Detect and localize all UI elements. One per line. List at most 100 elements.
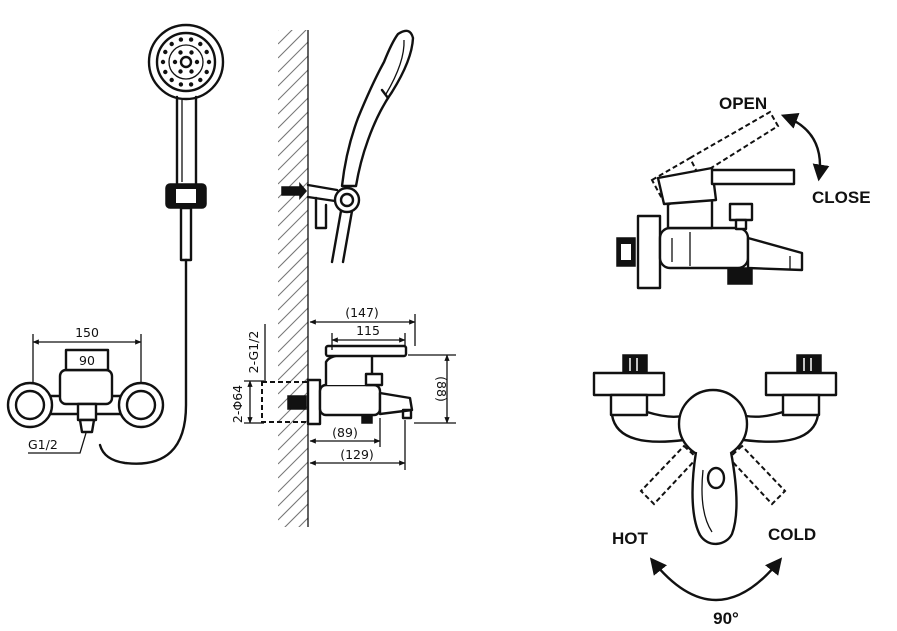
shower-body-profile bbox=[340, 29, 415, 188]
op-spout bbox=[746, 236, 804, 272]
hatch-line bbox=[278, 30, 307, 59]
holder-ring bbox=[333, 186, 361, 214]
height: (88) bbox=[434, 376, 449, 402]
op-body-detail bbox=[671, 232, 691, 266]
spray-nozzle bbox=[178, 37, 184, 42]
hatch-line bbox=[278, 475, 308, 507]
left-inlet-cap-ribs bbox=[629, 358, 638, 371]
hot-label: HOT bbox=[612, 529, 649, 548]
hatch-line bbox=[278, 55, 308, 87]
hatch-line bbox=[278, 349, 308, 381]
side-spout-tip bbox=[401, 408, 413, 420]
spray-nozzle bbox=[204, 69, 209, 75]
spray-nozzle bbox=[189, 69, 194, 74]
cold-label: COLD bbox=[768, 525, 816, 544]
handle-depth: 115 bbox=[356, 323, 380, 338]
handle-cold-position bbox=[727, 444, 787, 506]
spray-nozzle bbox=[172, 59, 178, 65]
hatch-line bbox=[298, 517, 308, 527]
shower-head-face bbox=[155, 31, 217, 93]
spray-nozzle bbox=[204, 49, 209, 55]
op-handle-head bbox=[656, 166, 718, 206]
inlet-label: G1/2 bbox=[28, 437, 58, 452]
hatch-line bbox=[278, 237, 308, 269]
hand-shower-front-view bbox=[98, 23, 225, 465]
shower-hose bbox=[98, 258, 188, 465]
mixer-body bbox=[58, 368, 114, 406]
cartridge-cap bbox=[677, 388, 749, 460]
overall-depth: (147) bbox=[345, 305, 379, 320]
hatch-line bbox=[278, 30, 293, 45]
hatch-line bbox=[278, 139, 308, 171]
wall-anchor bbox=[281, 181, 307, 201]
hose-outlet bbox=[76, 402, 98, 422]
holder-hook bbox=[314, 196, 328, 230]
escutcheon bbox=[306, 378, 322, 426]
hatch-line bbox=[278, 279, 308, 311]
op-cartridge bbox=[666, 198, 714, 230]
hatch-line bbox=[278, 419, 308, 451]
handle-mark: 90 bbox=[79, 353, 95, 368]
left-connector bbox=[609, 393, 649, 417]
op-diverter bbox=[728, 202, 754, 222]
left-flange-inner bbox=[14, 389, 46, 421]
hatch-line bbox=[278, 69, 308, 101]
shower-head-rim bbox=[147, 23, 225, 101]
left-flange bbox=[6, 381, 54, 429]
top-handle-edge bbox=[701, 469, 713, 533]
escutcheon-extension-lines bbox=[244, 380, 264, 424]
rotation-arrow bbox=[649, 557, 783, 602]
right-connector bbox=[781, 393, 821, 417]
hose-nut bbox=[78, 418, 96, 434]
hatch-line bbox=[278, 461, 308, 493]
spray-center bbox=[179, 55, 193, 69]
hatch-line bbox=[278, 447, 308, 479]
spray-nozzle bbox=[178, 69, 183, 74]
spray-nozzle bbox=[169, 41, 174, 47]
op-body bbox=[658, 226, 750, 270]
hatch-line bbox=[278, 251, 308, 283]
hatch-line bbox=[278, 307, 308, 339]
shower-holder-window bbox=[176, 189, 196, 203]
hatch-line bbox=[278, 209, 308, 241]
hatch-line bbox=[278, 195, 308, 227]
inlet-thread: 2-G1/2 bbox=[246, 331, 261, 374]
body-depth: (89) bbox=[332, 425, 358, 440]
wall-hatch bbox=[278, 30, 308, 527]
right-inlet-cap-ribs bbox=[803, 358, 812, 371]
handle-box bbox=[64, 348, 110, 372]
width-dimension: 150 bbox=[75, 325, 99, 340]
spray-nozzle bbox=[163, 69, 168, 75]
hatch-line bbox=[278, 111, 308, 143]
op-wall-inlet-core bbox=[621, 244, 631, 260]
spray-nozzle bbox=[160, 59, 166, 65]
right-nut bbox=[764, 371, 838, 397]
hatch-line bbox=[278, 489, 308, 521]
mixer-front-view: 150 90 G1/2 bbox=[6, 325, 165, 454]
mixer-side-view: (147) 115 (88) (89) (129) 2-G1/2 2-Φ64 bbox=[230, 305, 456, 470]
shower-handle bbox=[175, 95, 198, 186]
hatch-line bbox=[284, 503, 308, 527]
hatch-line bbox=[278, 83, 308, 115]
rotation-angle: 90° bbox=[713, 609, 739, 628]
spray-nozzle bbox=[189, 50, 194, 55]
hatch-line bbox=[278, 433, 308, 465]
spray-nozzle bbox=[178, 50, 183, 55]
wall-inlet bbox=[287, 395, 307, 410]
hatch-line bbox=[278, 97, 308, 129]
left-inlet-cap bbox=[622, 354, 648, 374]
spray-nozzle bbox=[163, 49, 168, 55]
side-body bbox=[318, 383, 382, 417]
holder-stem bbox=[179, 206, 193, 262]
hand-shower-side-view bbox=[281, 29, 415, 264]
hatch-line bbox=[278, 41, 308, 73]
reach-extension-lines bbox=[379, 418, 406, 470]
spray-nozzle bbox=[194, 59, 200, 65]
spray-nozzle bbox=[198, 77, 203, 83]
holder-ring-inner bbox=[339, 192, 355, 208]
top-handle-boss bbox=[706, 466, 726, 490]
inlet-leader bbox=[28, 432, 87, 454]
op-diverter-stem bbox=[734, 218, 748, 231]
right-flange bbox=[117, 381, 165, 429]
shower-notch bbox=[380, 88, 390, 100]
